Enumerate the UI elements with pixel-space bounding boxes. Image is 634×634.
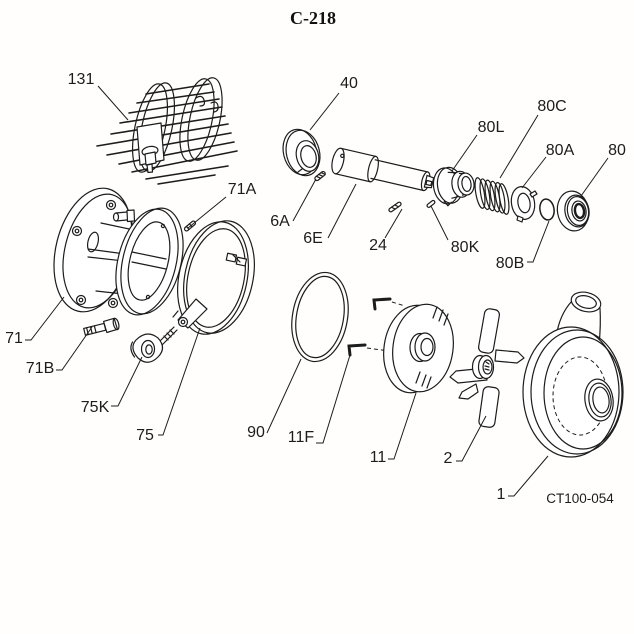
- part-casing: [522, 291, 624, 458]
- pin-6a: [314, 170, 326, 182]
- leader-40: [309, 92, 340, 131]
- callout-71a: 71A: [228, 181, 257, 198]
- callout-1: 1: [497, 486, 506, 503]
- diagram-title: C-218: [290, 8, 336, 28]
- callout-11f: 11F: [288, 429, 315, 446]
- part-bracket: [53, 187, 184, 316]
- part-seal-ring-80a: [510, 186, 538, 223]
- callout-71b: 71B: [26, 360, 54, 377]
- callout-75: 75: [136, 427, 154, 444]
- leader-80k: [430, 205, 449, 241]
- leader-6a: [292, 178, 317, 222]
- leader-75: [158, 327, 201, 436]
- leader-80l: [451, 134, 478, 172]
- part-clamp: [172, 220, 255, 335]
- callout-80l: 80L: [478, 119, 505, 136]
- leader-6e: [327, 183, 357, 239]
- callout-71: 71: [5, 330, 23, 347]
- callout-80: 80: [608, 142, 626, 159]
- pin-80k: [426, 199, 436, 208]
- leader-80: [580, 157, 609, 197]
- callout-80k: 80K: [451, 239, 480, 256]
- leader-80b: [527, 220, 550, 263]
- callout-80c: 80C: [537, 98, 566, 115]
- leader-1: [508, 455, 549, 497]
- drawing-code: CT100-054: [546, 491, 614, 506]
- part-knob: [130, 326, 178, 363]
- callout-80b: 80B: [496, 255, 524, 272]
- leader-11f: [316, 354, 351, 444]
- callout-40: 40: [340, 75, 358, 92]
- bracket-bolt-holes: [71, 199, 119, 309]
- leader-71a: [187, 196, 227, 229]
- guard-bolt: [141, 145, 159, 174]
- part-oring-90: [291, 271, 349, 363]
- leader-lines: [25, 85, 609, 497]
- leader-80c: [499, 114, 539, 179]
- leader-71b: [56, 326, 93, 371]
- part-seal-housing-80l: [432, 166, 475, 207]
- leader-90: [266, 358, 302, 434]
- leader-11: [388, 392, 417, 460]
- leader-80a: [521, 156, 547, 189]
- callout-90: 90: [247, 424, 265, 441]
- callout-6e: 6E: [303, 230, 323, 247]
- bolt-71b: [83, 317, 120, 336]
- knob-stud: [157, 326, 178, 347]
- pin-24: [388, 201, 402, 213]
- callout-2: 2: [444, 450, 453, 467]
- callout-6a: 6A: [270, 213, 290, 230]
- leader-2: [456, 415, 487, 462]
- callout-11: 11: [370, 449, 387, 466]
- leader-75k: [111, 356, 143, 407]
- callout-24: 24: [369, 237, 387, 254]
- clamp-latch: [225, 252, 248, 267]
- callout-80a: 80A: [546, 142, 575, 159]
- part-shaft: [331, 147, 435, 192]
- pins-11f: [347, 297, 406, 357]
- bracket-top-fitting: [112, 209, 136, 223]
- part-impeller: [449, 308, 525, 428]
- part-deflector: [282, 128, 321, 177]
- callout-75k: 75K: [81, 399, 110, 416]
- part-spring-80c: [474, 177, 510, 215]
- part-guard-cage: [96, 77, 238, 185]
- part-seat-80: [556, 190, 590, 232]
- leader-131: [97, 85, 129, 121]
- callout-labels: 131 71A 71 71B 75K 75 40 6A 6E 24 80L 80…: [5, 71, 626, 503]
- part-oring-80b: [539, 198, 555, 221]
- leader-24: [384, 208, 403, 239]
- part-wear-plate: [383, 303, 454, 394]
- callout-131: 131: [68, 71, 95, 88]
- leader-71: [25, 296, 65, 341]
- wear-plate-hatching: [415, 306, 449, 389]
- clamp-lever: [172, 298, 208, 329]
